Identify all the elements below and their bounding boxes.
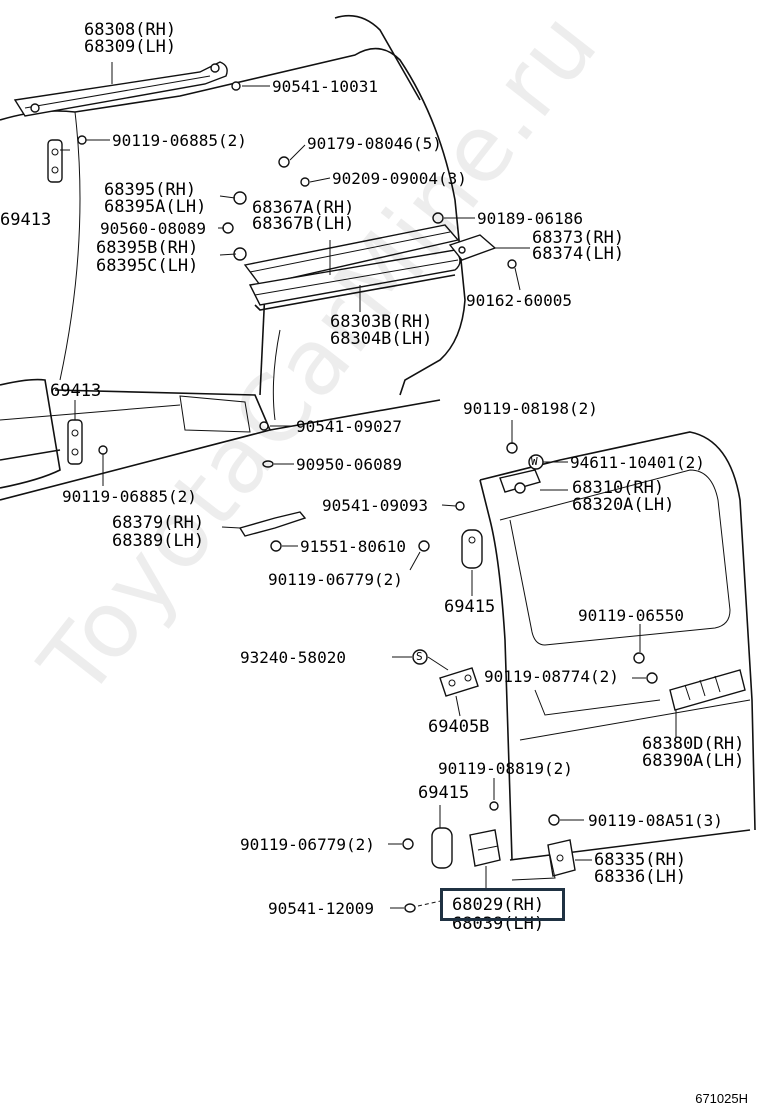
leader-lines <box>60 62 677 909</box>
label-90541-09093[interactable]: 90541-09093 <box>322 496 428 515</box>
label-68336[interactable]: 68336(LH) <box>594 867 687 887</box>
label-90950-06089[interactable]: 90950-06089 <box>296 455 402 474</box>
fasteners <box>77 81 658 913</box>
label-90209-09004[interactable]: 90209-09004(3) <box>332 169 467 188</box>
stopper-69415-upper <box>461 529 483 569</box>
label-68395c[interactable]: 68395C(LH) <box>96 256 199 276</box>
label-90119-08774[interactable]: 90119-08774(2) <box>484 667 619 686</box>
highlight-box <box>440 888 565 921</box>
label-90541-12009[interactable]: 90541-12009 <box>268 899 374 918</box>
label-90119-06550[interactable]: 90119-06550 <box>578 606 684 625</box>
label-68380d[interactable]: 68380D(RH) <box>642 734 745 754</box>
label-69405b[interactable]: 69405B <box>428 717 490 737</box>
label-69415-lower[interactable]: 69415 <box>418 783 470 803</box>
label-68367b[interactable]: 68367B(LH) <box>252 214 355 234</box>
label-69415-upper[interactable]: 69415 <box>444 597 496 617</box>
marker-s: S <box>416 650 423 663</box>
label-68367a[interactable]: 68367A(RH) <box>252 198 355 218</box>
lower-roller-68029 <box>469 829 501 867</box>
diagram-code: 671025H <box>695 1091 748 1106</box>
center-rail-assembly <box>243 224 461 311</box>
upper-rail-68308 <box>13 61 228 117</box>
sliding-door-outline <box>479 431 756 861</box>
label-90119-08819[interactable]: 90119-08819(2) <box>438 759 573 778</box>
label-90119-08198[interactable]: 90119-08198(2) <box>463 399 598 418</box>
label-68395[interactable]: 68395(RH) <box>104 180 197 200</box>
door-lock-68380d <box>669 669 746 711</box>
label-90541-09027[interactable]: 90541-09027 <box>296 417 402 436</box>
label-90541-10031[interactable]: 90541-10031 <box>272 77 378 96</box>
stopper-69415-lower <box>431 827 453 869</box>
label-68310[interactable]: 68310(RH) <box>572 478 665 498</box>
label-90119-06885-upper[interactable]: 90119-06885(2) <box>112 131 247 150</box>
label-90119-06779-upper[interactable]: 90119-06779(2) <box>268 570 403 589</box>
label-69413-upper[interactable]: 69413 <box>0 210 52 230</box>
label-68335[interactable]: 68335(RH) <box>594 850 687 870</box>
label-68389[interactable]: 68389(LH) <box>112 531 205 551</box>
label-91551-80610[interactable]: 91551-80610 <box>300 537 406 556</box>
bracket-69413-lower <box>67 419 83 465</box>
label-68390a[interactable]: 68390A(LH) <box>642 751 745 771</box>
striker-69405b <box>439 667 479 697</box>
lower-hinge-68335 <box>509 839 576 881</box>
marker-w: W <box>531 455 538 468</box>
label-68029[interactable]: 68029(RH) <box>452 895 545 915</box>
upper-roller-68310 <box>499 469 541 494</box>
label-90189-06186[interactable]: 90189-06186 <box>477 209 583 228</box>
label-68379[interactable]: 68379(RH) <box>112 513 205 533</box>
label-90119-06779-lower[interactable]: 90119-06779(2) <box>240 835 375 854</box>
label-68308[interactable]: 68308(RH) <box>84 20 177 40</box>
label-68304b[interactable]: 68304B(LH) <box>330 329 433 349</box>
label-68395b[interactable]: 68395B(RH) <box>96 238 199 258</box>
label-90119-08a51[interactable]: 90119-08A51(3) <box>588 811 723 830</box>
label-68373[interactable]: 68373(RH) <box>532 228 625 248</box>
link-68379 <box>238 511 307 537</box>
label-69413-lower[interactable]: 69413 <box>50 381 102 401</box>
label-90179-08046[interactable]: 90179-08046(5) <box>307 134 442 153</box>
label-68320a[interactable]: 68320A(LH) <box>572 495 675 515</box>
label-90560-08089[interactable]: 90560-08089 <box>100 219 206 238</box>
body-panel-outline <box>0 14 466 501</box>
label-68395a[interactable]: 68395A(LH) <box>104 197 207 217</box>
label-90119-06885-lower[interactable]: 90119-06885(2) <box>62 487 197 506</box>
label-94611-10401[interactable]: 94611-10401(2) <box>570 453 705 472</box>
bracket-69413-upper <box>47 139 63 183</box>
label-93240-58020[interactable]: 93240-58020 <box>240 648 346 667</box>
label-90162-60005[interactable]: 90162-60005 <box>466 291 572 310</box>
label-68303b[interactable]: 68303B(RH) <box>330 312 433 332</box>
label-68374[interactable]: 68374(LH) <box>532 244 625 264</box>
label-68309[interactable]: 68309(LH) <box>84 37 177 57</box>
